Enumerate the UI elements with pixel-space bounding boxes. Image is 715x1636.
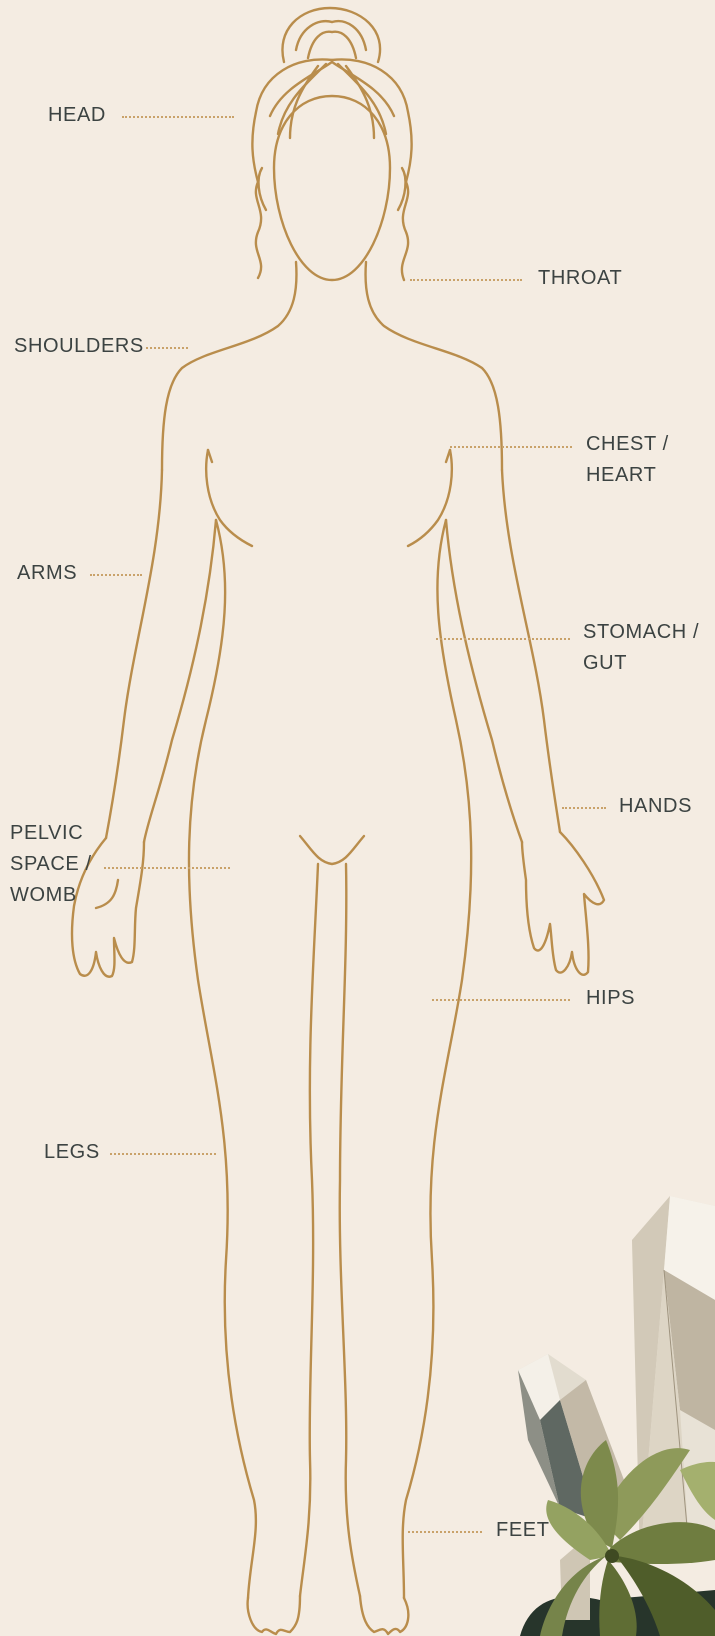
- label-head: HEAD: [48, 100, 106, 131]
- label-stomach-gut: STOMACH / GUT: [583, 617, 699, 679]
- label-shoulders: SHOULDERS: [14, 331, 144, 362]
- label-pelvic-line1: PELVIC: [10, 818, 92, 849]
- leader-chest-heart: [450, 446, 572, 448]
- leader-feet: [408, 1531, 482, 1533]
- label-hands: HANDS: [619, 791, 692, 822]
- label-hips: HIPS: [586, 983, 635, 1014]
- leader-shoulders: [146, 347, 188, 349]
- leader-stomach-gut: [436, 638, 570, 640]
- label-legs: LEGS: [44, 1137, 100, 1168]
- label-chest-line2: HEART: [586, 460, 669, 491]
- leader-head: [122, 116, 234, 118]
- leader-arms: [90, 574, 142, 576]
- label-chest-line1: CHEST /: [586, 429, 669, 460]
- label-stomach-line2: GUT: [583, 648, 699, 679]
- leader-pelvic-space-womb: [104, 867, 230, 869]
- label-pelvic-line3: WOMB: [10, 880, 92, 911]
- label-feet: FEET: [496, 1515, 550, 1546]
- leader-hips: [432, 999, 570, 1001]
- label-stomach-line1: STOMACH /: [583, 617, 699, 648]
- label-throat: THROAT: [538, 263, 622, 294]
- label-arms: ARMS: [17, 558, 77, 589]
- leader-legs: [110, 1153, 216, 1155]
- label-pelvic-space-womb: PELVIC SPACE / WOMB: [10, 818, 92, 911]
- label-pelvic-line2: SPACE /: [10, 849, 92, 880]
- leader-throat: [410, 279, 522, 281]
- leader-hands: [562, 807, 606, 809]
- label-chest-heart: CHEST / HEART: [586, 429, 669, 491]
